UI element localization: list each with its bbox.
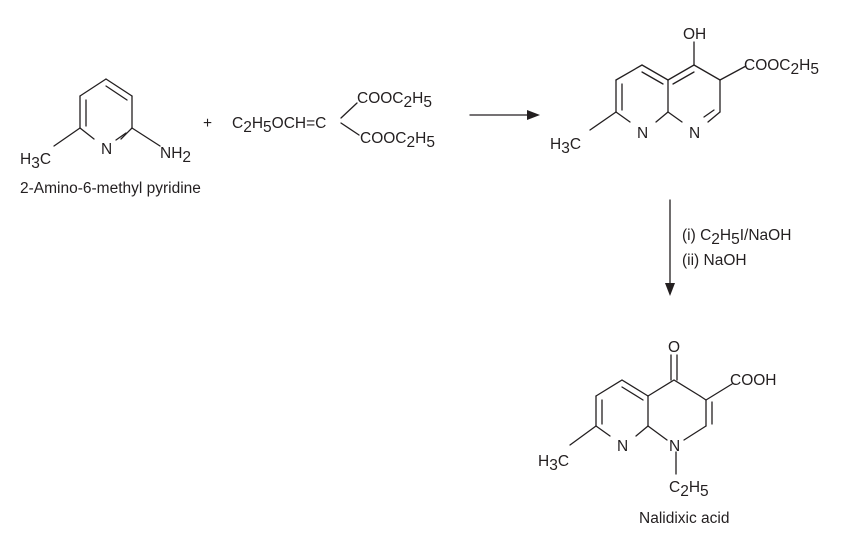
intermediate-methyl-label: H3C: [550, 136, 581, 157]
nalidixic-n8-label: N: [617, 438, 628, 455]
intermediate-n1-label: N: [637, 125, 648, 142]
intermediate-bonds: [589, 41, 747, 131]
methyl-label: H3C: [20, 151, 51, 172]
nalidixic-acid-structure: O COOH N N H3C C2H5 Nalidixic acid: [538, 339, 777, 527]
hydroxyl-label: OH: [683, 26, 706, 43]
ester-upper-label: COOC2H5: [357, 90, 432, 111]
condition-step-2: (ii) NaOH: [682, 252, 747, 269]
ethyl-label: C2H5: [669, 479, 709, 500]
ester-lower-label: COOC2H5: [360, 130, 435, 151]
starting-material-caption: 2-Amino-6-methyl pyridine: [20, 180, 201, 197]
reaction-arrow-vertical: [665, 199, 675, 296]
reaction-arrow-horizontal: [469, 110, 540, 120]
carbonyl-oxygen-label: O: [668, 339, 680, 356]
aminopyridine-bonds: [53, 78, 161, 147]
malonate-reagent: C2H5OCH=C COOC2H5 COOC2H5: [232, 90, 435, 151]
ring-nitrogen-label: N: [101, 141, 112, 158]
nalidixic-methyl-label: H3C: [538, 453, 569, 474]
product-caption: Nalidixic acid: [639, 510, 729, 527]
plus-sign: +: [203, 115, 212, 132]
aminopyridine-structure: N H3C NH2 2-Amino-6-methyl pyridine: [20, 78, 201, 197]
intermediate-structure: N N OH COOC2H5 H3C: [550, 26, 819, 157]
carboxylic-acid-label: COOH: [730, 372, 777, 389]
intermediate-ester-label: COOC2H5: [744, 57, 819, 78]
intermediate-n8-label: N: [689, 125, 700, 142]
nalidixic-acid-bonds: [569, 354, 733, 475]
ethoxymethylene-label: C2H5OCH=C: [232, 115, 326, 136]
amino-label: NH2: [160, 145, 191, 166]
nalidixic-n1-label: N: [669, 438, 680, 455]
condition-step-1: (i) C2H5I/NaOH: [682, 227, 791, 248]
